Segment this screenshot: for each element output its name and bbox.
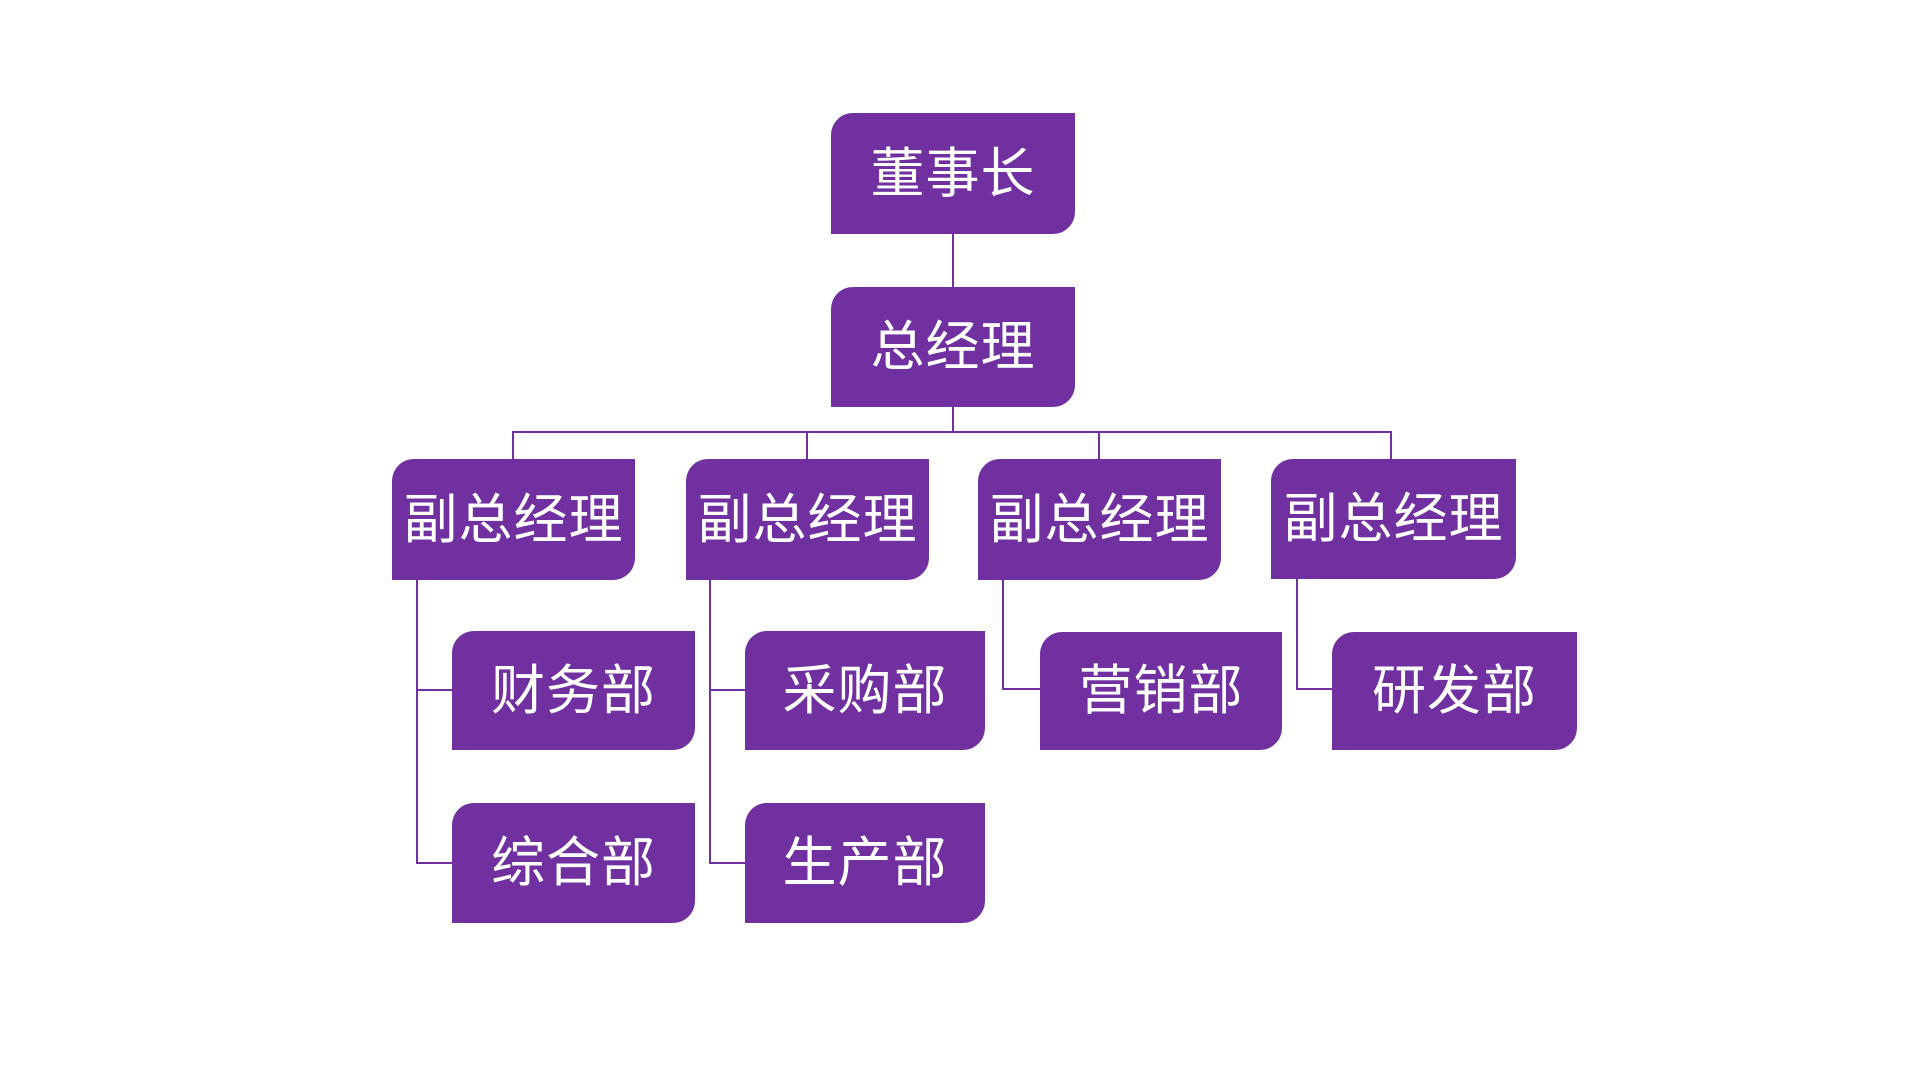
org-node-vp2-label: 副总经理 (697, 489, 918, 550)
org-node-production-label: 生产部 (782, 833, 948, 893)
org-node-admin[interactable]: 综合部 (452, 803, 695, 923)
connector-stub-marketing (1002, 688, 1040, 690)
org-node-vp1[interactable]: 副总经理 (392, 459, 635, 580)
connector-stub-finance (416, 689, 452, 691)
org-node-rnd-label: 研发部 (1372, 661, 1537, 721)
org-node-general-manager-label: 总经理 (870, 317, 1036, 377)
org-node-procurement[interactable]: 采购部 (745, 631, 985, 750)
org-node-vp3[interactable]: 副总经理 (978, 459, 1221, 580)
connector-hang-vp1 (416, 580, 418, 864)
connector-drop-vp4 (1390, 431, 1392, 459)
org-node-vp1-label: 副总经理 (403, 489, 624, 550)
connector-drop-vp3 (1098, 431, 1100, 459)
connector-stub-rnd (1296, 688, 1332, 690)
org-node-vp2[interactable]: 副总经理 (686, 459, 929, 580)
org-node-marketing-label: 营销部 (1078, 661, 1244, 721)
connector-gm-bus (952, 407, 954, 433)
connector-chairman-gm (952, 234, 954, 287)
org-node-chairman-label: 董事长 (870, 143, 1036, 204)
org-node-general-manager[interactable]: 总经理 (831, 287, 1075, 407)
org-node-finance-label: 财务部 (491, 660, 656, 721)
org-node-procurement-label: 采购部 (782, 660, 948, 721)
org-node-chairman[interactable]: 董事长 (831, 113, 1075, 234)
org-node-production[interactable]: 生产部 (745, 803, 985, 923)
connector-stub-admin (416, 862, 452, 864)
org-node-marketing[interactable]: 营销部 (1040, 632, 1282, 750)
org-node-rnd[interactable]: 研发部 (1332, 632, 1577, 750)
org-node-admin-label: 综合部 (491, 833, 656, 893)
connector-drop-vp2 (806, 431, 808, 459)
connector-drop-vp1 (512, 431, 514, 459)
org-node-vp4[interactable]: 副总经理 (1271, 459, 1516, 579)
connector-hang-vp2 (709, 580, 711, 864)
connector-hang-vp4 (1296, 578, 1298, 690)
org-node-finance[interactable]: 财务部 (452, 631, 695, 750)
org-node-vp3-label: 副总经理 (989, 489, 1210, 550)
connector-stub-procurement (709, 689, 745, 691)
connector-bus (512, 431, 1392, 433)
connector-stub-production (709, 862, 745, 864)
connector-hang-vp3 (1002, 580, 1004, 690)
org-node-vp4-label: 副总经理 (1283, 489, 1504, 549)
